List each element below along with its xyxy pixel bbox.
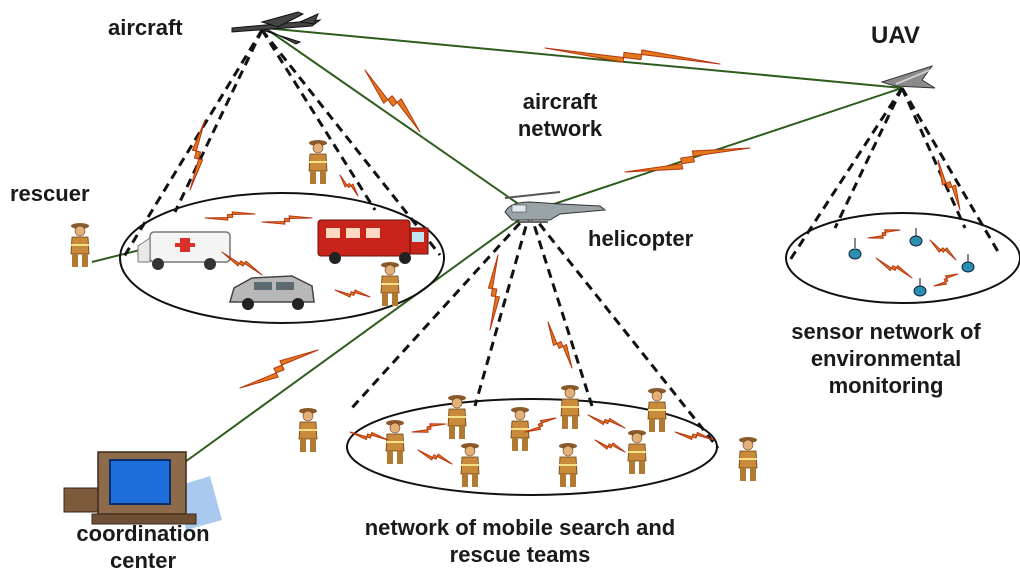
link-helicopter-coordination — [184, 211, 531, 463]
lightning-bolt-icon — [364, 69, 421, 133]
ambulance-icon — [137, 231, 231, 270]
rescue-vehicles-area — [119, 192, 445, 324]
firefighter-icon — [70, 223, 90, 267]
firefighter-icon — [560, 385, 580, 429]
lightning-bolt-icon — [487, 254, 501, 331]
helicopter-icon — [504, 191, 607, 223]
lightning-bolt-icon — [867, 229, 901, 239]
helicopter-label: helicopter — [588, 226, 694, 251]
lightning-bolt-icon — [937, 159, 961, 211]
sensor-network-line-3: monitoring — [828, 373, 944, 398]
lightning-bolt-icon — [674, 431, 715, 441]
firefighter-icon — [298, 408, 318, 452]
teams-area — [346, 398, 718, 496]
lightning-bolt-icon — [334, 289, 371, 298]
link-aircraft-helicopter — [264, 27, 531, 213]
firefighter-icon — [308, 140, 328, 184]
firefighter-icon — [460, 443, 480, 487]
firefighter-icon — [385, 420, 405, 464]
coverage-areas — [119, 192, 1020, 496]
teams-network-line-1: network of mobile search and — [364, 515, 676, 540]
coordination-center-line-2: center — [109, 548, 177, 573]
aircraft-icon — [231, 11, 322, 45]
teams-network-line-2: rescue teams — [449, 542, 591, 567]
link-aircraft-uav — [264, 27, 903, 89]
sensor-network-line-1: sensor network of — [791, 319, 981, 344]
fire-truck-icon — [317, 219, 429, 264]
sensor-node-icon — [961, 254, 975, 273]
aircraft-label: aircraft — [108, 15, 183, 40]
sensor-area — [785, 212, 1020, 304]
lightning-bolt-icon — [411, 423, 447, 433]
firefighter-icon — [738, 437, 758, 481]
aircraft-network-line-1: aircraft — [522, 89, 598, 114]
lightning-bolt-icon — [587, 414, 626, 429]
teams-network-label: network of mobile search and rescue team… — [300, 514, 740, 568]
link-rescuer-ambulance — [91, 249, 141, 263]
uav-label: UAV — [871, 22, 920, 49]
lightning-bolt-icon — [239, 349, 319, 389]
coordination-center-line-1: coordination — [76, 521, 210, 546]
sensor-node-icon — [913, 278, 927, 297]
lightning-bolt-icon — [349, 431, 389, 441]
firefighter-icon — [447, 395, 467, 439]
sensor-nodes — [848, 228, 975, 297]
lightning-bolt-icon — [544, 47, 721, 65]
sensor-node-icon — [848, 238, 862, 260]
lightning-bolt-icon — [624, 147, 751, 173]
sensor-network-line-2: environmental — [810, 346, 962, 371]
computer-icon — [63, 451, 222, 530]
car-icon — [229, 275, 315, 310]
lightning-bolt-icon — [875, 257, 913, 279]
firefighter-icon — [558, 443, 578, 487]
aircraft-network-line-2: network — [517, 116, 603, 141]
sensor-node-icon — [909, 228, 923, 247]
lightning-bolt-icon — [594, 439, 626, 453]
uav-icon — [880, 65, 936, 89]
firefighter-icon — [647, 388, 667, 432]
lightning-bolt-icon — [339, 174, 359, 197]
firefighter-icon — [627, 430, 647, 474]
coverage-cones — [120, 29, 1002, 449]
firefighter-icon — [380, 262, 400, 306]
coordination-center-label: coordination center — [48, 520, 238, 574]
aircraft-network-label: aircraft network — [500, 88, 620, 142]
lightning-bolt-icon — [929, 239, 957, 261]
firefighters — [70, 140, 758, 487]
sensor-network-label: sensor network of environmental monitori… — [752, 318, 1020, 399]
firefighter-icon — [510, 407, 530, 451]
lightning-bolt-icon — [524, 417, 557, 433]
radio-links — [189, 47, 961, 465]
lightning-bolt-icon — [417, 449, 453, 465]
rescuer-label: rescuer — [10, 181, 90, 206]
lightning-bolt-icon — [261, 215, 313, 225]
lightning-bolt-icon — [221, 251, 263, 276]
lightning-bolt-icon — [204, 211, 256, 221]
lightning-bolt-icon — [547, 321, 573, 369]
lightning-bolt-icon — [933, 273, 959, 287]
lightning-bolt-icon — [189, 119, 206, 191]
